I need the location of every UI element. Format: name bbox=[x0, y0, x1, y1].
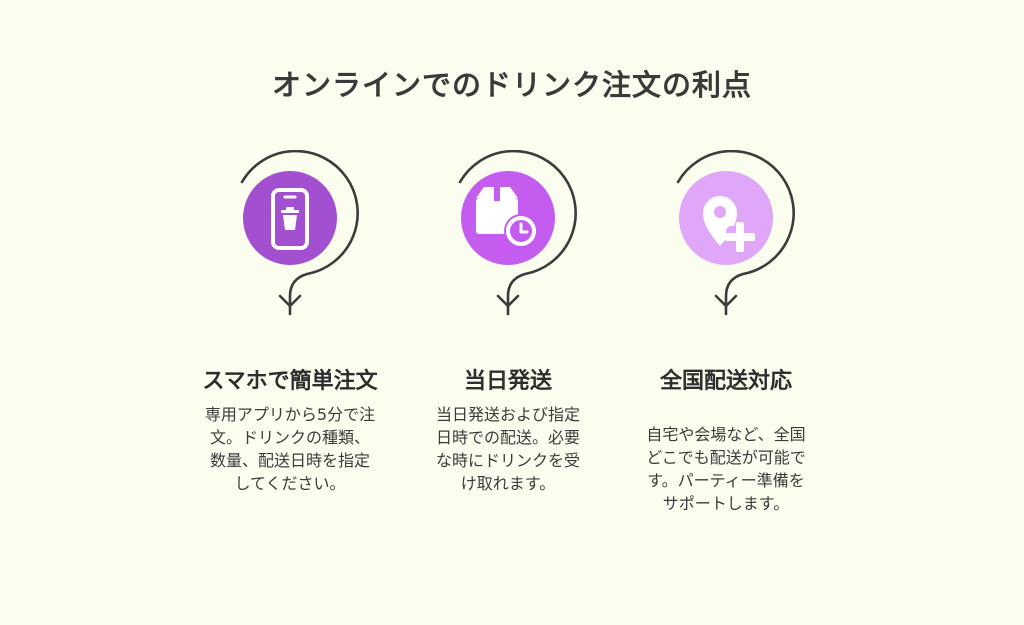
feature-description: 当日発送および指定 日時での配送。必要 な時にドリンクを受 け取れます。 bbox=[435, 405, 580, 493]
feature-nationwide-delivery: 全国配送対応 自宅や会場など、全国 どこでも配送が可能で す。パーティー準備を … bbox=[616, 150, 836, 550]
box-clock-icon bbox=[476, 187, 538, 248]
page-title: オンラインでのドリンク注文の利点 bbox=[271, 68, 752, 102]
feature-description: 自宅や会場など、全国 どこでも配送が可能で す。パーティー準備を サポートします… bbox=[646, 425, 806, 513]
feature-mobile-order: スマホで簡単注文 専用アプリから5分で注 文。ドリンクの種類、 数量、配送日時を… bbox=[180, 150, 400, 550]
feature-heading: 当日発送 bbox=[463, 369, 552, 394]
feature-description: 専用アプリから5分で注 文。ドリンクの種類、 数量、配送日時を指定 してください… bbox=[204, 405, 376, 493]
feature-graphic bbox=[676, 150, 795, 316]
feature-heading: スマホで簡単注文 bbox=[202, 369, 378, 394]
smartphone-trash-icon bbox=[271, 188, 309, 250]
feature-same-day-shipping: 当日発送 当日発送および指定 日時での配送。必要 な時にドリンクを受 け取れます… bbox=[398, 150, 618, 550]
location-pin-plus-icon bbox=[703, 196, 755, 252]
feature-graphic bbox=[240, 150, 359, 316]
feature-graphic bbox=[458, 150, 577, 316]
feature-heading: 全国配送対応 bbox=[659, 369, 792, 394]
